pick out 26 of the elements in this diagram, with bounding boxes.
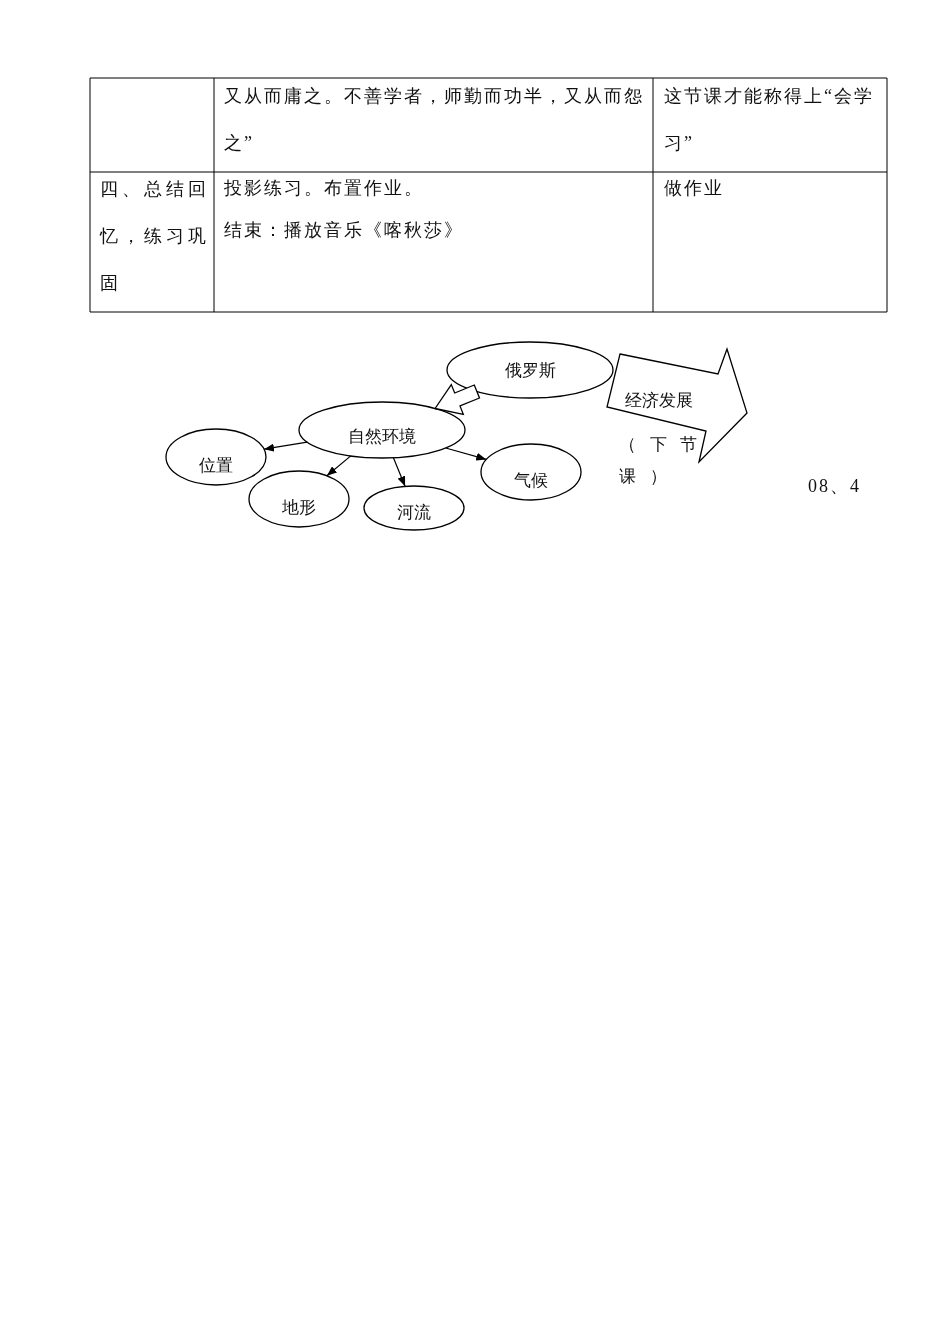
note-text: （下节课） (619, 434, 712, 488)
ellipse-node (298, 401, 466, 459)
cell-text: 投影练习。布置作业。 (224, 177, 425, 200)
ellipse-node (165, 428, 267, 486)
ellipse-node (248, 470, 350, 528)
ellipse-node (363, 485, 465, 531)
node-label: 河流 (397, 501, 431, 524)
cell-text: 这节课才能称得上“会学习” (664, 85, 875, 155)
cell-text: 做作业 (664, 177, 725, 200)
node-label: 俄罗斯 (504, 359, 556, 382)
arrow (434, 383, 481, 416)
date-text: 08、4 (808, 475, 862, 498)
arrow (445, 447, 487, 461)
cell-text: 四、总结回忆，练习巩固 (100, 178, 208, 295)
node-label: 气候 (514, 469, 548, 492)
arrow (392, 457, 406, 487)
node-label: 自然环境 (348, 425, 416, 448)
cell-text: 又从而庸之。不善学者，师勤而功半，又从而怨之” (224, 85, 645, 155)
node-label: 经济发展 (625, 390, 693, 412)
arrow (326, 455, 352, 477)
ellipse-node (446, 341, 614, 399)
ellipse-node (480, 443, 582, 501)
arrow (263, 441, 308, 452)
node-label: 地形 (282, 496, 316, 519)
node-label: 位置 (199, 454, 233, 477)
cell-text: 结束：播放音乐《喀秋莎》 (224, 219, 465, 242)
